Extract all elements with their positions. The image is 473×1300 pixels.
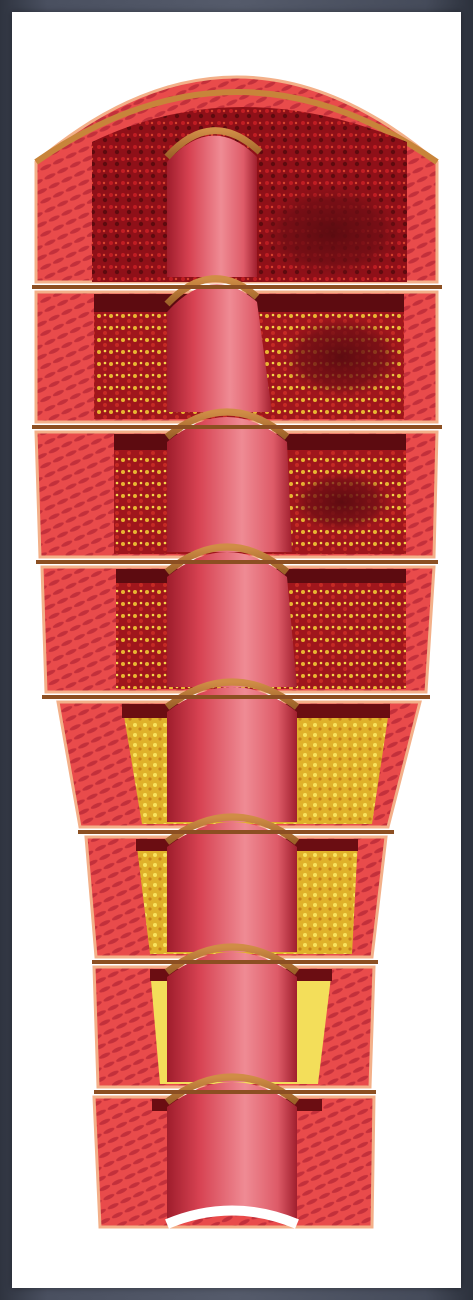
artery-illustration xyxy=(12,12,461,1288)
illustration-panel xyxy=(12,12,461,1288)
